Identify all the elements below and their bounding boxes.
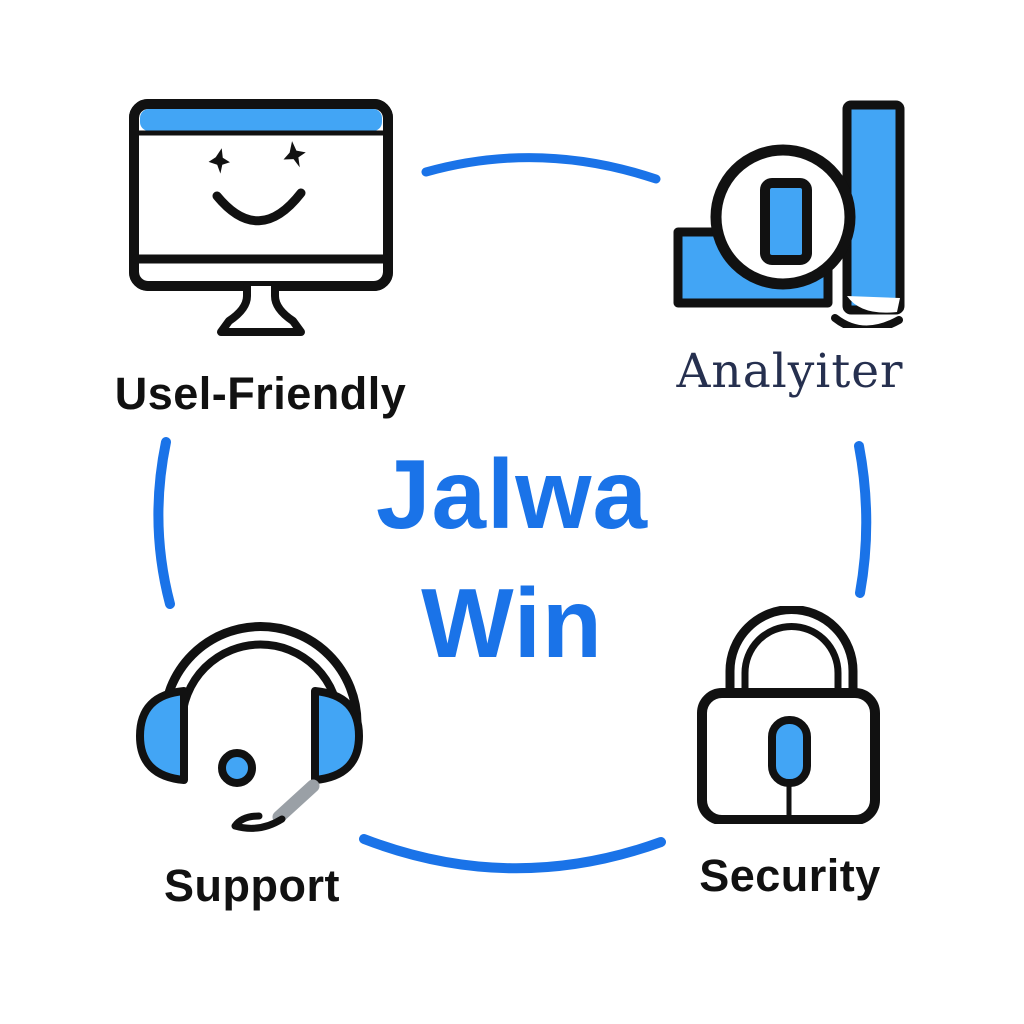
feature-analytics: Analyiter <box>662 100 918 399</box>
bar-chart-magnifier-icon <box>673 100 905 328</box>
title-line-1: Jalwa <box>376 439 648 549</box>
title-line-2: Win <box>421 568 603 679</box>
sparkle-eye-right <box>283 141 306 168</box>
page-title: Jalwa Win <box>0 430 1024 689</box>
connector-arc-bottom <box>359 834 666 874</box>
feature-label-support: Support <box>164 860 340 911</box>
feature-label-security: Security <box>699 850 881 901</box>
feature-label-analytics: Analyiter <box>676 344 904 399</box>
smiley-monitor-icon <box>128 99 393 336</box>
feature-user-friendly: Usel-Friendly <box>108 96 413 420</box>
headset-icon <box>136 622 363 832</box>
feature-security: Security <box>694 606 886 902</box>
feature-support: Support <box>112 608 392 912</box>
padlock-icon <box>697 606 880 824</box>
sparkle-eye-left <box>208 148 230 174</box>
feature-label-user-friendly: Usel-Friendly <box>114 368 407 419</box>
connector-arc-top <box>421 153 661 184</box>
